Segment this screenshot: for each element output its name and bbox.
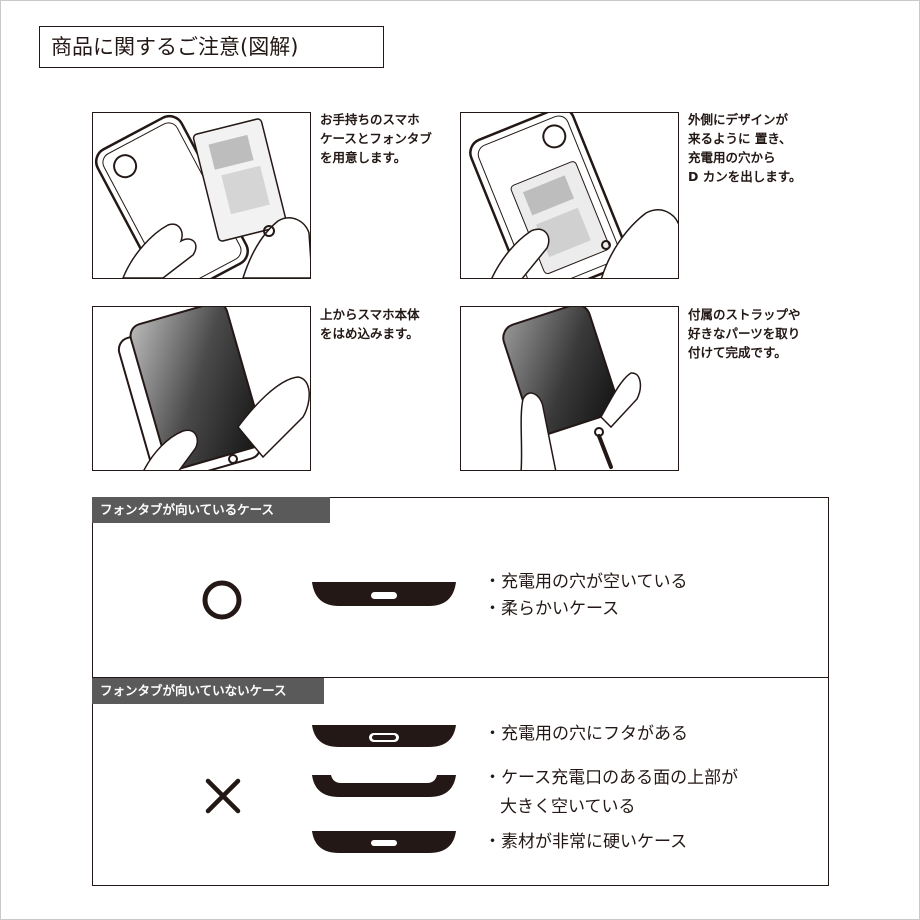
ng-item-open-top-cont: 大きく空いている bbox=[500, 797, 636, 817]
ok-phone-bottom-icon bbox=[311, 581, 457, 611]
page-title: 商品に関するご注意(図解) bbox=[39, 26, 384, 68]
step-4-illustration bbox=[460, 306, 679, 471]
step-3-text: 上からスマホ本体 をはめ込みます。 bbox=[320, 307, 420, 341]
step-4-text: 付属のストラップや 好きなパーツを取り 付けて完成です。 bbox=[688, 307, 801, 360]
ng-phone-bottom-cover-icon bbox=[311, 724, 457, 752]
step-3-illustration bbox=[92, 306, 311, 471]
ng-cross-mark bbox=[204, 777, 242, 815]
ok-section-tag: フォンタブが向いているケース bbox=[92, 497, 330, 523]
ng-phone-bottom-hard-icon bbox=[311, 830, 457, 858]
ok-item-soft-case: ・柔らかいケース bbox=[484, 599, 620, 619]
ng-item-cover: ・充電用の穴にフタがある bbox=[484, 724, 688, 744]
ok-circle-mark bbox=[200, 578, 244, 622]
step-2-text: 外側にデザインが 来るように 置き、 充電用の穴から D カンを出します。 bbox=[688, 112, 802, 184]
ng-phone-bottom-open-top-icon bbox=[311, 774, 457, 802]
step-1-illustration bbox=[92, 112, 311, 279]
step-1-text: お手持ちのスマホ ケースとフォンタブ を用意します。 bbox=[320, 112, 432, 165]
ok-item-charging-hole: ・充電用の穴が空いている bbox=[484, 572, 688, 592]
section-divider bbox=[92, 677, 829, 678]
ng-section-tag: フォンタブが向いていないケース bbox=[92, 678, 324, 704]
ng-item-open-top: ・ケース充電口のある面の上部が bbox=[484, 768, 739, 788]
ng-item-hard-case: ・素材が非常に硬いケース bbox=[484, 832, 688, 852]
step-2-illustration bbox=[460, 112, 679, 279]
